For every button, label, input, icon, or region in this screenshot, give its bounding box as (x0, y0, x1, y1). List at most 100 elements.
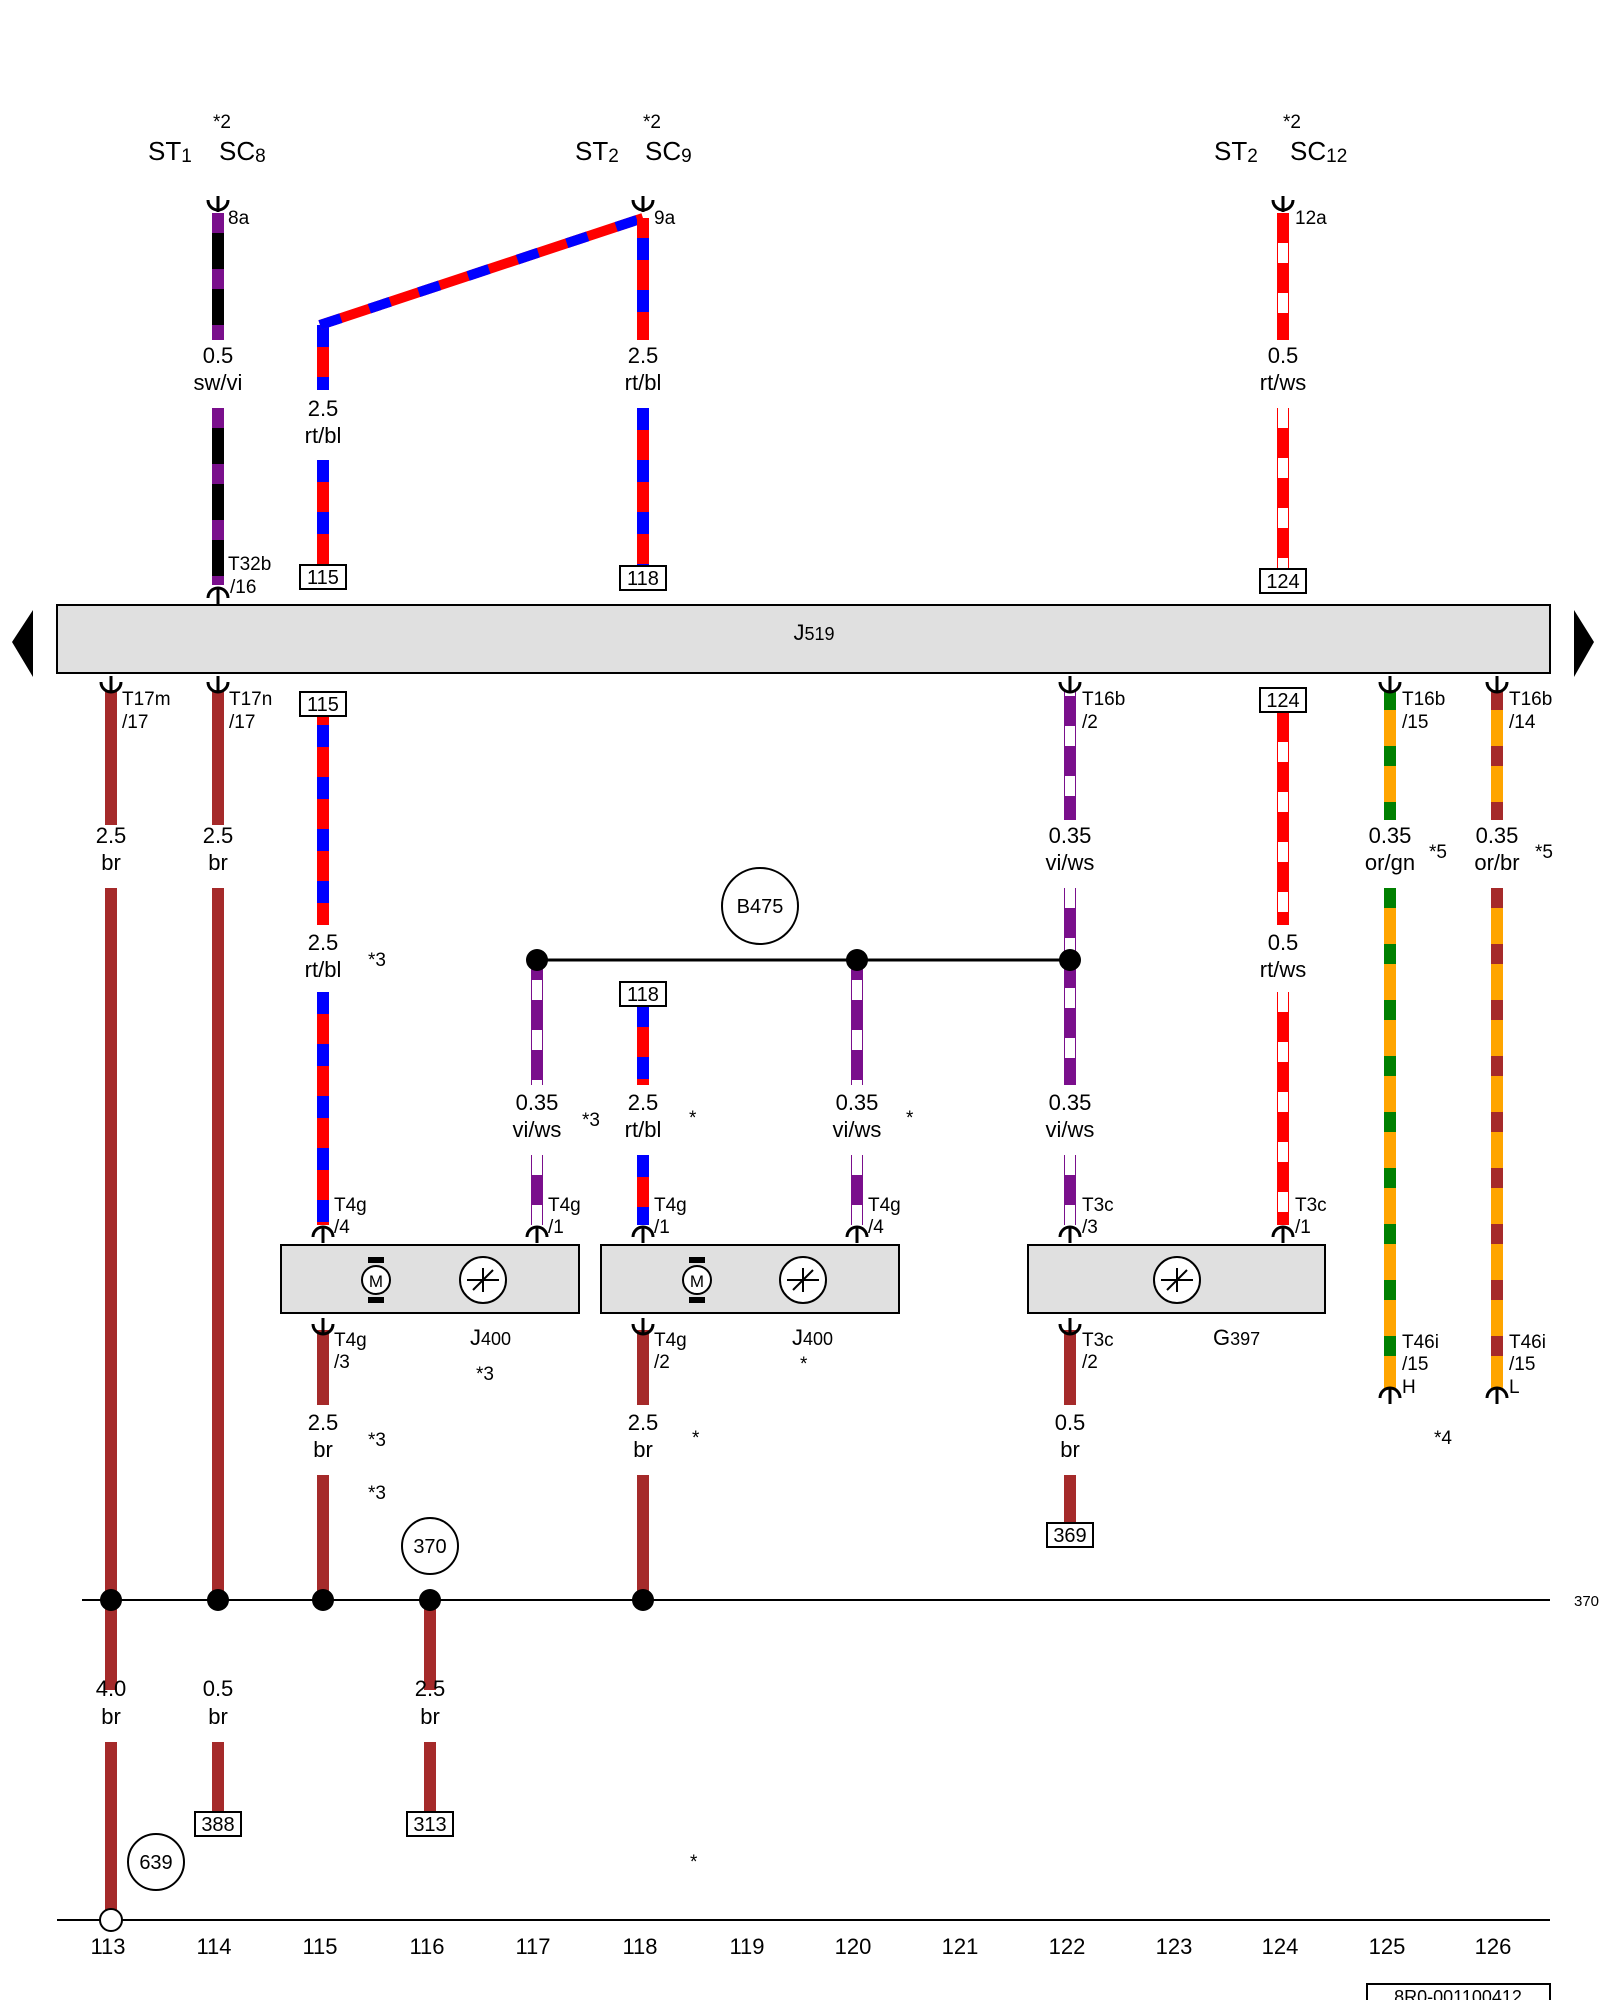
ref-box-124-top[interactable]: 124 (1259, 568, 1307, 594)
connector-t4g-pin: /4 (334, 1217, 350, 1238)
junction-dot (846, 949, 868, 971)
ref-label: 118 (627, 568, 659, 590)
wire-color: vi/ws (1046, 850, 1095, 875)
wire-size: 0.35 (1369, 823, 1412, 848)
wire-size: 0.5 (1268, 343, 1299, 368)
g397-label: G397 (1213, 1325, 1260, 1350)
label-sub: 2 (608, 146, 619, 167)
connector-t4g-pin: /1 (654, 1217, 670, 1238)
label-sub: 400 (803, 1329, 833, 1349)
wire-size: 0.35 (516, 1090, 559, 1115)
wire-color: br (101, 850, 121, 875)
ref-box-313[interactable]: 313 (406, 1811, 454, 1837)
connector-t46i-pin: /15 (1402, 1354, 1428, 1375)
label-sub: 400 (481, 1329, 511, 1349)
wire-label-122: 0.35 vi/ws (1046, 823, 1095, 875)
connector-t32b-pin: /16 (230, 577, 256, 598)
ref-box-369[interactable]: 369 (1046, 1522, 1094, 1548)
label-main: ST (575, 136, 608, 166)
wire-size: 2.5 (308, 1410, 339, 1435)
ground-point-370-label: 370 (413, 1536, 446, 1558)
wire-color: br (633, 1437, 653, 1462)
label-main: J (792, 1325, 803, 1350)
label-sub: 519 (804, 624, 834, 644)
header-st2-b: ST2 (1214, 136, 1258, 167)
ref-label: 118 (627, 984, 659, 1006)
wire-label-122b: 0.35 vi/ws (1046, 1090, 1095, 1142)
ref-box-118-mid[interactable]: 118 (619, 981, 667, 1007)
note-star: * (906, 1108, 914, 1129)
wire-color: vi/ws (833, 1117, 882, 1142)
header-st2-a: ST2 (575, 136, 619, 167)
ref-box-115-mid[interactable]: 115 (299, 691, 347, 717)
note-star: *2 (643, 112, 661, 133)
ref-box-115-top[interactable]: 115 (299, 564, 347, 590)
wire-label-116g: 2.5 br (415, 1676, 446, 1729)
ground-point-639-label: 639 (139, 1852, 172, 1874)
wire-size: 2.5 (628, 1090, 659, 1115)
note-star: * (800, 1354, 808, 1375)
connector-t16b2-pin: /2 (1082, 712, 1098, 733)
connector-t4g-pin: /4 (868, 1217, 884, 1238)
note-star: *3 (368, 1430, 386, 1451)
label-sub: 9 (681, 146, 692, 167)
connector-t4g: T4g (868, 1195, 901, 1216)
column-number: 122 (1049, 1934, 1086, 1959)
connector-t46i-pin: /15 (1509, 1354, 1535, 1375)
connector-t46i-signal: H (1402, 1377, 1416, 1398)
wire-size: 4.0 (96, 1676, 127, 1701)
ground-line-ref: 370 (1574, 1593, 1599, 1610)
wire-label-120: 0.35 vi/ws * (833, 1090, 914, 1142)
ground-point-639 (127, 1833, 185, 1891)
junction-dot (526, 949, 548, 971)
label-sub: 12 (1326, 146, 1347, 167)
svg-text:J400: J400 (470, 1325, 511, 1350)
label-sub: 397 (1230, 1329, 1260, 1349)
connector-t3c-pin: /2 (1082, 1352, 1098, 1373)
ref-box-124-mid[interactable]: 124 (1259, 687, 1307, 713)
column-number: 117 (515, 1934, 550, 1959)
column-number: 125 (1369, 1934, 1406, 1959)
column-number: 116 (409, 1934, 444, 1959)
label-main: ST (148, 136, 181, 166)
wire-label-125: 0.35 or/gn *5 (1365, 823, 1447, 875)
connector-t4g: T4g (654, 1330, 687, 1351)
wire-color: or/gn (1365, 850, 1415, 875)
junction-dot (1059, 949, 1081, 971)
wire-color: br (208, 850, 228, 875)
wire-color: rt/bl (625, 370, 662, 395)
wire-label-113g: 4.0 br (96, 1676, 127, 1729)
note-star: *5 (1429, 842, 1447, 863)
pin-8a-label: 8a (228, 208, 250, 229)
svg-text:SC12: SC12 (1290, 136, 1347, 167)
ref-box-118-top[interactable]: 118 (619, 565, 667, 591)
wire-color: br (208, 1704, 228, 1729)
wire-label-113: 2.5 br (96, 823, 127, 875)
wire-label-118-top: 2.5 rt/bl (625, 343, 662, 395)
motor-icon: M (682, 1257, 712, 1303)
wire-115-top (317, 213, 645, 565)
connector-t46i-signal: L (1509, 1377, 1520, 1398)
connector-t3c: T3c (1295, 1195, 1327, 1216)
wire-size: 2.5 (308, 930, 339, 955)
wire-size: 2.5 (96, 823, 127, 848)
junction-dot (632, 1589, 654, 1611)
ref-label: 115 (307, 567, 339, 589)
connector-t4g: T4g (334, 1195, 367, 1216)
wire-size: 0.5 (203, 343, 234, 368)
wire-color: or/br (1474, 850, 1519, 875)
column-number: 118 (622, 1934, 657, 1959)
label-main: ST (1214, 136, 1247, 166)
svg-text:SC8: SC8 (219, 136, 266, 167)
ref-label: 313 (413, 1814, 446, 1836)
junction-dot (207, 1589, 229, 1611)
wire-label-124-top: 0.5 rt/ws (1260, 343, 1306, 395)
wire-label-114g: 0.5 br (203, 1676, 234, 1729)
ref-label: 124 (1266, 571, 1299, 593)
wire-size: 2.5 (628, 343, 659, 368)
connector-t17m: T17m (122, 689, 171, 710)
ref-box-388[interactable]: 388 (194, 1811, 242, 1837)
motor-icon: M (361, 1257, 391, 1303)
wire-color: rt/bl (305, 423, 342, 448)
connector-t16b15-pin: /15 (1402, 712, 1428, 733)
